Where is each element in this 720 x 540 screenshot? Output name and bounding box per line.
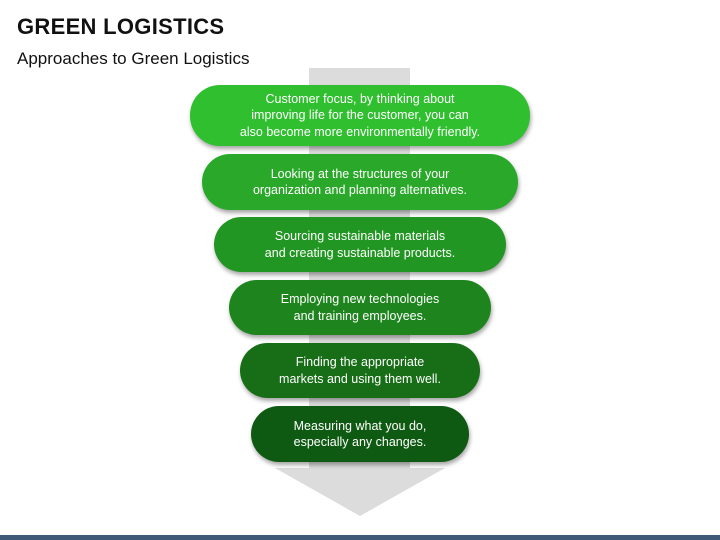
step-1-pill: Customer focus, by thinking about improv… (190, 85, 530, 146)
step-4-pill: Employing new technologies and training … (229, 280, 491, 335)
arrow-head-icon (275, 468, 445, 516)
footer-bar (0, 535, 720, 540)
step-6-pill: Measuring what you do, especially any ch… (251, 406, 469, 462)
step-5-pill: Finding the appropriate markets and usin… (240, 343, 480, 398)
page-subtitle: Approaches to Green Logistics (17, 49, 250, 68)
step-3-pill: Sourcing sustainable materials and creat… (214, 217, 506, 272)
step-2-pill: Looking at the structures of your organi… (202, 154, 518, 210)
page-title: GREEN LOGISTICS (17, 14, 225, 39)
